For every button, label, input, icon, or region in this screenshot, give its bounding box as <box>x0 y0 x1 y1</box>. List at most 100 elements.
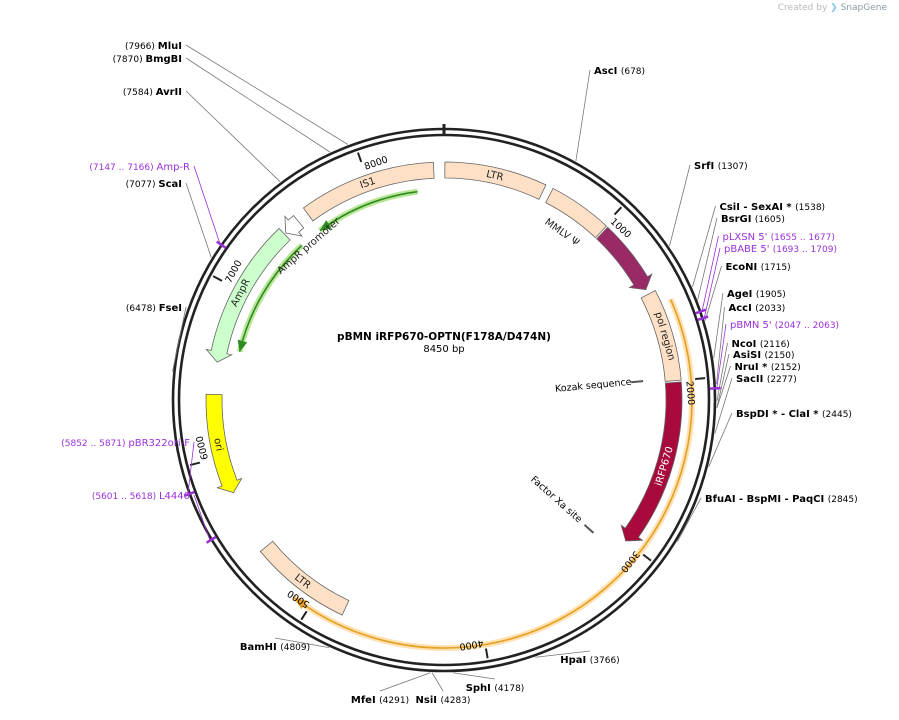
site-position: (2047 .. 2063) <box>775 321 839 331</box>
snapgene-logo-icon: ❯ <box>830 3 838 13</box>
enzyme-ncoi[interactable]: NcoI (2116) <box>716 339 790 401</box>
tick-label: 6000 <box>194 435 211 461</box>
feature-ampr-promoter[interactable]: AmpR promoter <box>275 214 343 277</box>
credit-brand: SnapGene <box>840 3 887 13</box>
site-position: (2150) <box>765 351 795 361</box>
primer-l4440[interactable]: (5601 .. 5618) L4440 <box>92 491 217 544</box>
enzyme-acci[interactable]: AccI (2033) <box>716 303 786 384</box>
enzyme-mlui[interactable]: (7966) MluI <box>125 41 349 145</box>
label-leader <box>185 182 212 258</box>
feature-ori[interactable]: ori <box>205 393 243 494</box>
enzyme-agei[interactable]: AgeI (1905) <box>713 289 786 359</box>
site-label: (7870) BmgBI <box>113 54 182 65</box>
site-name: SphI <box>466 683 495 694</box>
enzyme-nrui[interactable]: NruI * (2152) <box>716 362 801 409</box>
site-position: (1307) <box>718 162 748 172</box>
site-position: (2033) <box>755 304 785 314</box>
site-name: MfeI <box>351 695 379 706</box>
site-label: SrfI (1307) <box>694 161 748 172</box>
enzyme-bamhi[interactable]: BamHI (4809) <box>240 637 330 653</box>
backbone <box>171 124 717 673</box>
site-position: (4809) <box>280 643 310 653</box>
enzyme-hpai[interactable]: HpaI (3766) <box>535 650 620 666</box>
label-leader <box>714 377 733 434</box>
enzyme-fsei[interactable]: (6478) FseI <box>126 303 187 372</box>
enzyme-asisi[interactable]: AsiSI (2150) <box>716 350 795 408</box>
enzyme-avrii[interactable]: (7584) AvrII <box>123 87 281 182</box>
feature-is1[interactable]: IS1 <box>302 161 435 222</box>
tick-mark <box>613 206 623 216</box>
enzyme-srfi[interactable]: SrfI (1307) <box>669 161 748 247</box>
site-position: (3766) <box>590 656 620 666</box>
label-leader <box>704 265 722 321</box>
site-name: pBMN 5' <box>730 320 775 331</box>
site-name: Amp-R <box>157 162 191 173</box>
primer-amp-r[interactable]: (7147 .. 7166) Amp-R <box>89 162 227 249</box>
primer-pbabe-5[interactable]: pBABE 5' (1693 .. 1709) <box>697 244 837 322</box>
site-position: (1905) <box>756 290 786 300</box>
plasmid-name: pBMN iRFP670-OPTN(F178A/D474N) <box>337 331 551 343</box>
site-position: (2116) <box>760 340 790 350</box>
site-label: SphI (4178) <box>466 683 525 694</box>
site-position: (2152) <box>771 363 801 373</box>
feature-pol-region[interactable]: pol region <box>640 290 682 382</box>
small-feature-label: Kozak sequence <box>555 377 633 395</box>
label-leader <box>535 650 591 658</box>
feature-gag-truncated[interactable]: gag (truncated) <box>578 226 653 310</box>
site-name: NcoI <box>732 339 760 350</box>
enzyme-bspdi-clai[interactable]: BspDI * - ClaI * (2445) <box>708 409 852 467</box>
primer-pbr322ori-f[interactable]: (5852 .. 5871) pBR322ori-F <box>61 438 195 498</box>
site-position: (4283) <box>441 696 471 706</box>
primer-mark <box>695 308 707 315</box>
feature-shape <box>640 290 682 382</box>
enzyme-econi[interactable]: EcoNI (1715) <box>704 262 791 321</box>
site-label: SacII (2277) <box>736 374 797 385</box>
site-label: (7147 .. 7166) Amp-R <box>89 162 190 173</box>
site-label: EcoNI (1715) <box>726 262 791 273</box>
site-name: ScaI <box>158 179 182 190</box>
primer-plxsn-5[interactable]: pLXSN 5' (1655 .. 1677) <box>695 232 835 315</box>
enzyme-nsii[interactable]: NsiI (4283) <box>416 672 471 706</box>
enzyme-bfuai-bspmi-paqci[interactable]: BfuAI - BspMI - PaqCI (2845) <box>677 494 858 542</box>
label-leader <box>187 441 195 495</box>
plasmid-size: 8450 bp <box>423 344 464 355</box>
enzyme-asci[interactable]: AscI (678) <box>575 66 645 162</box>
site-label: BspDI * - ClaI * (2445) <box>736 409 852 420</box>
primer-mark <box>697 315 709 322</box>
site-label: BfuAI - BspMI - PaqCI (2845) <box>705 494 858 505</box>
feature-label: ori <box>211 437 224 452</box>
enzyme-sacii[interactable]: SacII (2277) <box>714 374 797 434</box>
feature-ltr[interactable]: LTR <box>444 161 547 200</box>
tick-label: 4000 <box>459 637 485 652</box>
site-label: (6478) FseI <box>126 303 182 314</box>
label-leader <box>677 497 702 542</box>
enzyme-mfei[interactable]: MfeI (4291) <box>351 672 431 706</box>
feature-ltr[interactable]: LTR <box>259 540 350 616</box>
site-name: pLXSN 5' <box>723 232 771 243</box>
primer-pbmn-5[interactable]: pBMN 5' (2047 .. 2063) <box>709 320 839 390</box>
feature-shape <box>205 393 243 494</box>
site-label: NcoI (2116) <box>732 339 790 350</box>
feature-irfp670[interactable]: iRFP670 <box>620 381 683 542</box>
enzyme-scai[interactable]: (7077) ScaI <box>126 179 212 258</box>
feature-shape <box>444 161 547 200</box>
feature-mmlv-psi[interactable]: MMLV Ψ <box>542 187 607 249</box>
small-feature-label: Factor Xa site <box>528 474 584 525</box>
site-label: NsiI (4283) <box>416 695 471 706</box>
feature-shape <box>596 226 653 291</box>
site-position: (7966) <box>125 42 158 52</box>
enzyme-bsrgi[interactable]: BsrGI (1605) <box>697 214 785 300</box>
site-name: AvrII <box>156 87 182 98</box>
tick-mark <box>695 377 706 380</box>
label-leader <box>701 235 719 312</box>
site-position: (678) <box>621 67 645 77</box>
site-position: (7870) <box>113 55 146 65</box>
site-label: MfeI (4291) <box>351 695 409 706</box>
site-label: NruI * (2152) <box>735 362 801 373</box>
label-leader <box>274 637 330 649</box>
enzyme-bmgbi[interactable]: (7870) BmgBI <box>113 54 331 153</box>
enzyme-sphi[interactable]: SphI (4178) <box>453 672 525 694</box>
site-label: CsiI - SexAI * (1538) <box>720 202 826 213</box>
site-position: (1715) <box>761 263 791 273</box>
enzyme-csii-sexai[interactable]: CsiI - SexAI * (1538) <box>692 202 826 288</box>
